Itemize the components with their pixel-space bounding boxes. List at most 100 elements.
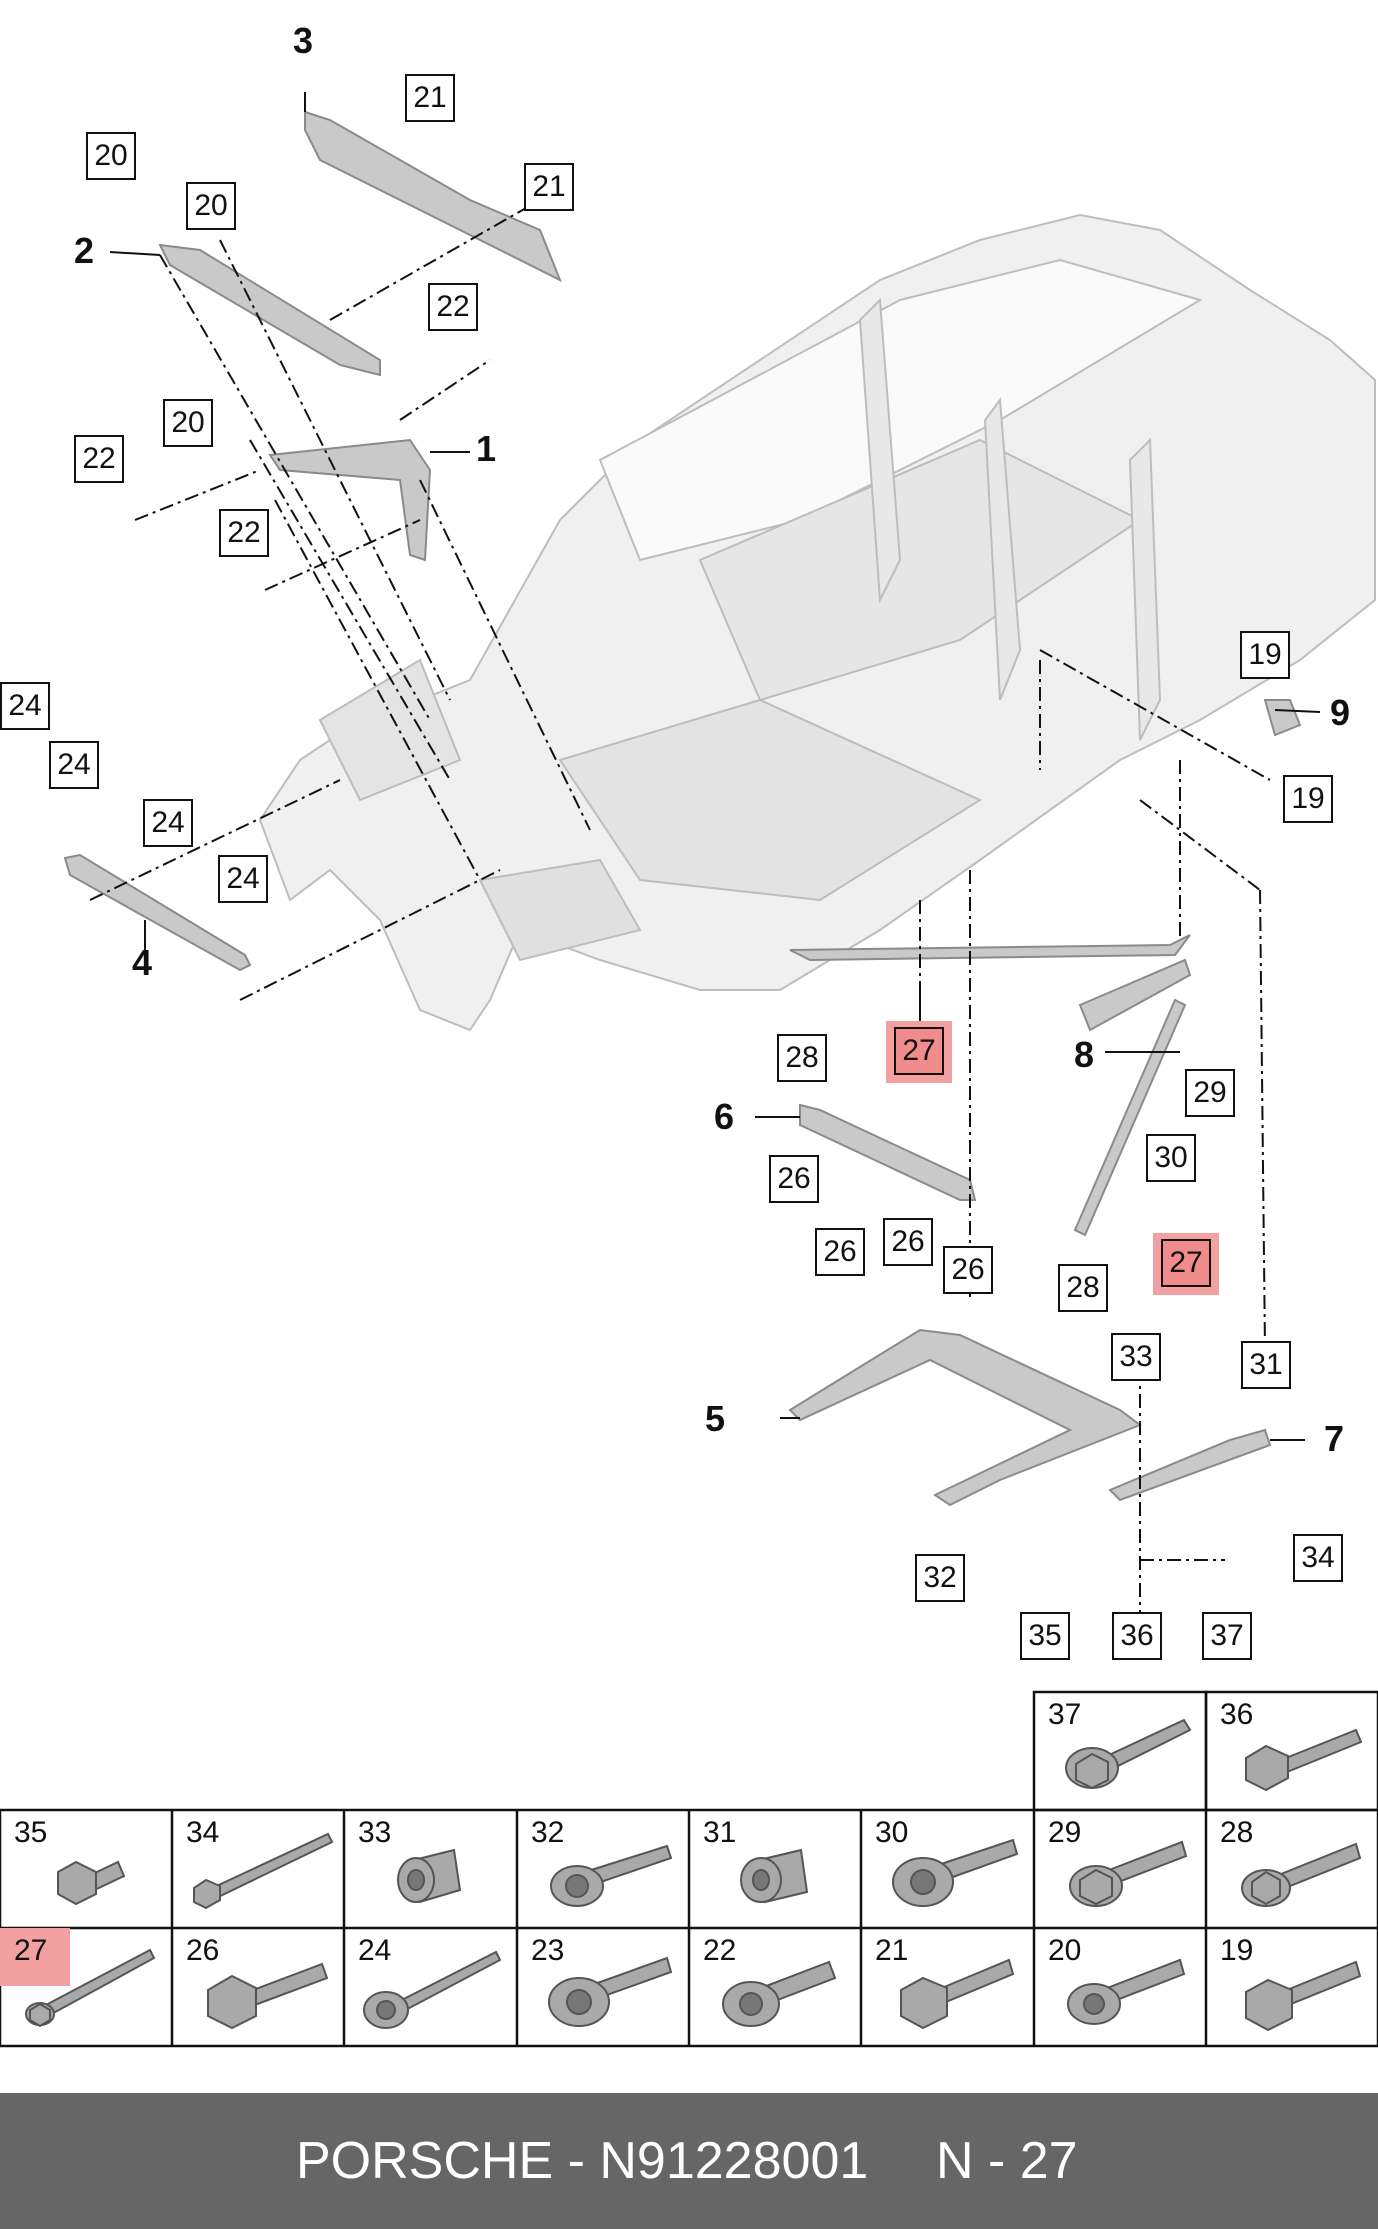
callout: 37 <box>1202 1612 1252 1660</box>
part-cell-30[interactable]: 30 <box>861 1810 1033 1928</box>
bolt-icon <box>550 1844 673 1907</box>
bolt-icon <box>1241 1842 1362 1907</box>
exploded-parts-diagram: 3 21 21 20 20 2 20 22 1 22 22 24 24 24 2… <box>0 20 1376 1660</box>
callout-highlighted: 27 <box>1161 1239 1211 1287</box>
assembly-label: 9 <box>1330 692 1351 733</box>
callout: 26 <box>815 1228 865 1276</box>
callout: 33 <box>1111 1333 1161 1381</box>
callout: 34 <box>1293 1534 1343 1582</box>
bolt-icon <box>900 1958 1015 2030</box>
callout: 20 <box>86 132 136 180</box>
callout: 22 <box>74 435 124 483</box>
callout: 29 <box>1185 1069 1235 1117</box>
callout: 20 <box>163 399 213 447</box>
part-cell-23[interactable]: 23 <box>517 1928 689 2046</box>
callout: 20 <box>186 182 236 230</box>
part-cell-33[interactable]: 33 <box>344 1810 516 1928</box>
callout: 36 <box>1112 1612 1162 1660</box>
assembly-label: 1 <box>476 428 497 469</box>
part-cell-21[interactable]: 21 <box>861 1928 1033 2046</box>
callout: 26 <box>943 1246 993 1294</box>
assembly-label: 7 <box>1324 1418 1345 1459</box>
part-number: 21 <box>875 1934 909 1967</box>
callout: 22 <box>428 283 478 331</box>
callout: 26 <box>769 1155 819 1203</box>
callout: 26 <box>883 1218 933 1266</box>
bolt-icon <box>193 1832 334 1910</box>
callout: 24 <box>0 682 50 730</box>
bolt-icon <box>1245 1960 1362 2032</box>
callout: 31 <box>1241 1341 1291 1389</box>
part-cell-20[interactable]: 20 <box>1034 1928 1206 2046</box>
callout: 28 <box>777 1034 827 1082</box>
callout: 19 <box>1283 775 1333 823</box>
bolt-icon <box>1245 1728 1363 1792</box>
footer-brand-part-number: PORSCHE - N91228001 <box>296 2132 869 2190</box>
bolt-icon <box>57 1860 126 1906</box>
bolt-icon <box>892 1838 1019 1907</box>
callout-highlighted: 27 <box>894 1027 944 1075</box>
part-cell-24[interactable]: 24 <box>344 1928 516 2046</box>
part-number: 27 <box>14 1934 48 1967</box>
assembly-label: 8 <box>1074 1034 1095 1075</box>
part-cell-35[interactable]: 35 <box>0 1810 172 1928</box>
bolt-icon <box>1067 1958 1186 2025</box>
nut-icon <box>740 1848 809 1904</box>
part-cell-22[interactable]: 22 <box>689 1928 861 2046</box>
footer-position-number: N - 27 <box>936 2132 1078 2190</box>
part-number: 24 <box>358 1934 392 1967</box>
part-cell-29[interactable]: 29 <box>1034 1810 1206 1928</box>
part-number: 37 <box>1048 1698 1082 1731</box>
callout: 24 <box>218 855 268 903</box>
callout: 35 <box>1020 1612 1070 1660</box>
bolt-icon <box>722 1960 837 2027</box>
nut-icon <box>397 1848 462 1904</box>
assembly-label: 3 <box>293 20 314 61</box>
callout: 28 <box>1058 1264 1108 1312</box>
part-number: 23 <box>531 1934 565 1967</box>
callout: 19 <box>1240 631 1290 679</box>
assembly-label: 4 <box>132 942 153 983</box>
part-number: 31 <box>703 1816 737 1849</box>
part-cell-36[interactable]: 36 <box>1206 1692 1378 1810</box>
body-structure-illustration <box>63 92 1376 1620</box>
part-number: 34 <box>186 1816 220 1849</box>
assembly-label: 2 <box>74 230 95 271</box>
part-number: 20 <box>1048 1934 1082 1967</box>
bolt-icon <box>25 1948 156 2028</box>
bolt-icon <box>207 1962 329 2030</box>
bolt-icon <box>363 1950 502 2029</box>
highlight-marker <box>0 1928 70 1986</box>
part-number: 32 <box>531 1816 565 1849</box>
callout: 21 <box>524 163 574 211</box>
assembly-label: 5 <box>705 1398 726 1439</box>
part-cell-32[interactable]: 32 <box>517 1810 689 1928</box>
part-number: 36 <box>1220 1698 1254 1731</box>
callout: 30 <box>1146 1134 1196 1182</box>
part-number: 30 <box>875 1816 909 1849</box>
callout: 21 <box>405 74 455 122</box>
part-number: 33 <box>358 1816 392 1849</box>
part-cell-37[interactable]: 37 <box>1034 1692 1206 1810</box>
bolt-icon <box>1069 1840 1188 1907</box>
part-number: 35 <box>14 1816 48 1849</box>
callout: 32 <box>915 1554 965 1602</box>
bolt-icon <box>548 1956 673 2027</box>
part-cell-26[interactable]: 26 <box>172 1928 344 2046</box>
part-cell-28[interactable]: 28 <box>1206 1810 1378 1928</box>
part-number: 22 <box>703 1934 737 1967</box>
part-cell-27-highlighted[interactable]: 27 <box>0 1928 172 2046</box>
part-number: 29 <box>1048 1816 1082 1849</box>
part-cell-34[interactable]: 34 <box>172 1810 344 1928</box>
part-number: 19 <box>1220 1934 1254 1967</box>
part-cell-19[interactable]: 19 <box>1206 1928 1378 2046</box>
part-cell-31[interactable]: 31 <box>689 1810 861 1928</box>
callout: 24 <box>143 799 193 847</box>
footer-bar: PORSCHE - N91228001 N - 27 <box>0 2093 1378 2229</box>
part-number: 28 <box>1220 1816 1254 1849</box>
bolt-icon <box>1065 1718 1192 1790</box>
callout: 22 <box>219 509 269 557</box>
assembly-label: 6 <box>714 1096 735 1137</box>
callout: 24 <box>49 741 99 789</box>
part-number: 26 <box>186 1934 220 1967</box>
